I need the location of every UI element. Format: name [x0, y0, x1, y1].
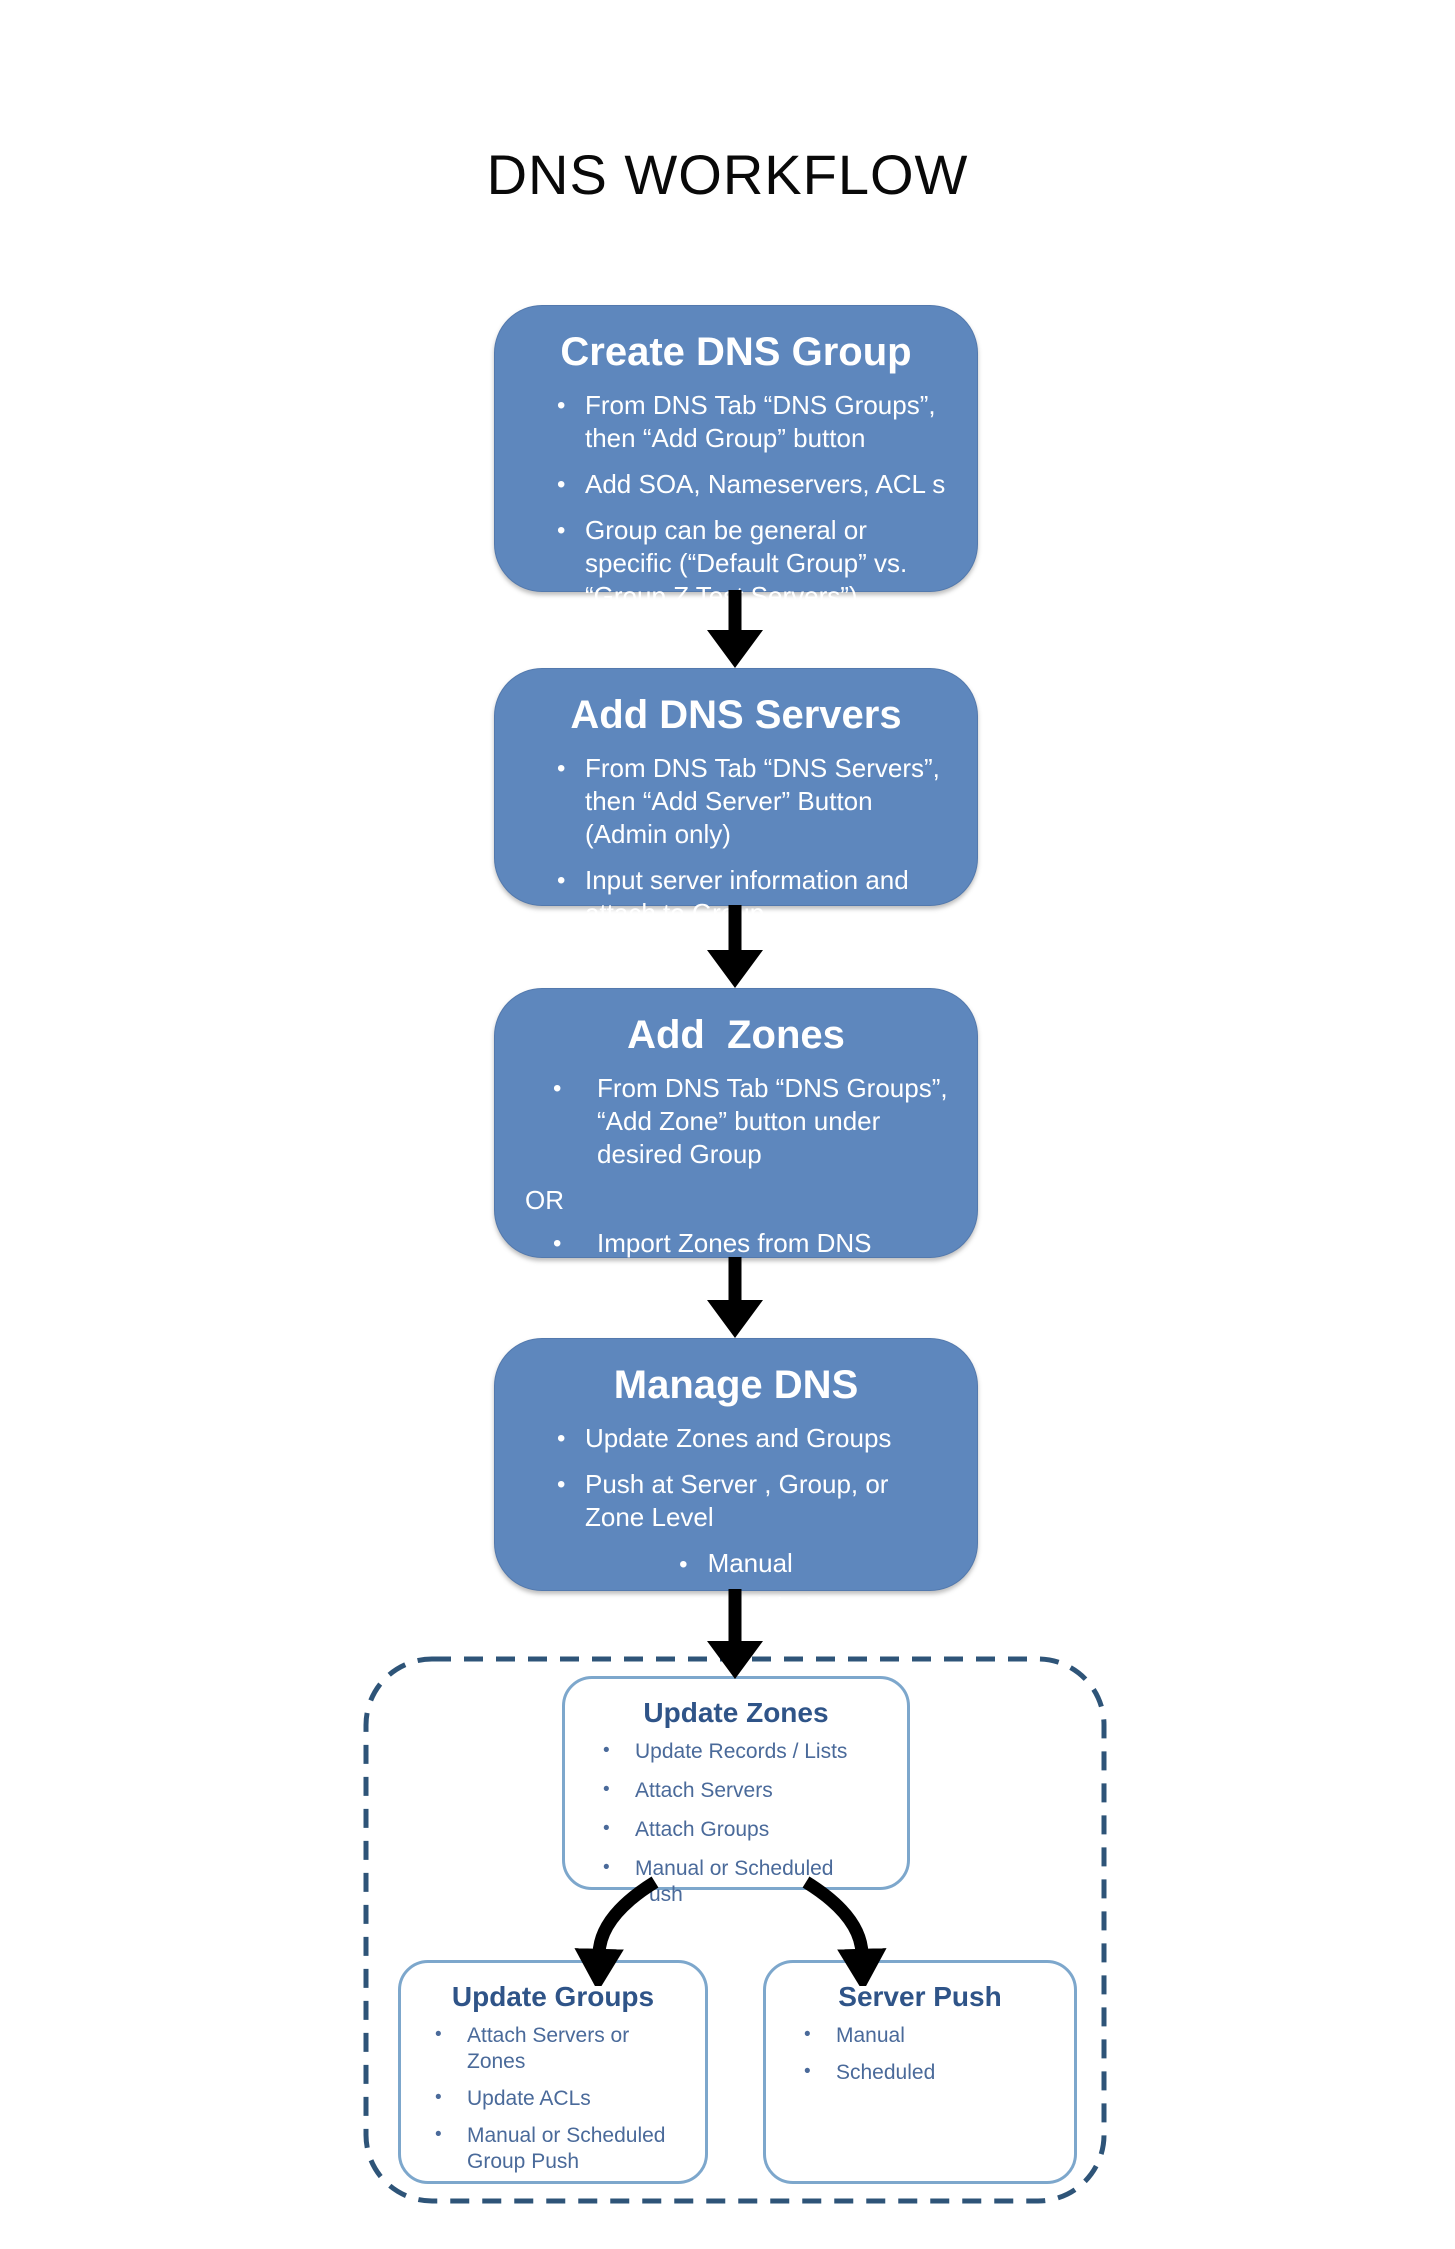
- bullet-list: Import Zones from DNS Admin -> Data Impo…: [523, 1227, 949, 1293]
- bullet-item: Attach Servers or Zones: [435, 2022, 673, 2075]
- bullet-list: Update Records / Lists Attach Servers At…: [589, 1738, 883, 1908]
- flow-box-create-dns-group: Create DNS Group From DNS Tab “DNS Group…: [494, 305, 978, 611]
- bullet-item: Group can be general or specific (“Defau…: [557, 514, 949, 613]
- sub-bullet-item: Manual: [523, 1547, 949, 1581]
- flow-box-manage-dns: Manage DNS Update Zones and Groups Push …: [494, 1338, 978, 1622]
- bullet-item: Update Records / Lists: [603, 1738, 883, 1765]
- down-arrow-icon: [707, 1589, 763, 1679]
- bullet-list: From DNS Tab “DNS Groups”, then “Add Gro…: [523, 389, 949, 613]
- box-title: Manage DNS: [613, 1363, 859, 1407]
- curved-arrow-left-icon: [574, 1876, 659, 1992]
- box-title: Update Groups: [451, 1981, 655, 2012]
- bullet-item: From DNS Tab “DNS Servers”, then “Add Se…: [557, 752, 949, 851]
- bullet-item: Manual: [804, 2022, 1050, 2049]
- bullet-item: From DNS Tab “DNS Groups”, “Add Zone” bu…: [553, 1072, 949, 1171]
- bullet-item: Update Zones and Groups: [557, 1422, 949, 1455]
- bullet-item: Add SOA, Nameservers, ACL s: [557, 468, 949, 501]
- curved-arrow-right-icon: [802, 1876, 887, 1992]
- bullet-item: Attach Groups: [603, 1816, 883, 1843]
- bullet-item: Manual or Scheduled Group Push: [435, 2122, 673, 2175]
- bullet-item: Update ACLs: [435, 2085, 673, 2112]
- box-title: Add DNS Servers: [570, 693, 902, 737]
- bullet-item: Push at Server , Group, or Zone Level: [557, 1468, 949, 1534]
- bullet-list: From DNS Tab “DNS Servers”, then “Add Se…: [523, 752, 949, 930]
- box-title: Add Zones: [627, 1013, 845, 1057]
- box-title: Create DNS Group: [560, 330, 912, 374]
- box-title: Update Zones: [643, 1697, 829, 1728]
- bullet-item: Attach Servers: [603, 1777, 883, 1804]
- detail-box-server-push: Server Push Manual Scheduled: [763, 1960, 1077, 2184]
- bullet-list: Attach Servers or Zones Update ACLs Manu…: [425, 2022, 681, 2175]
- down-arrow-icon: [707, 1257, 763, 1338]
- bullet-list: Manual Scheduled: [790, 2022, 1050, 2086]
- sub-bullet-item: Scheduled: [523, 1591, 949, 1625]
- bullet-list: Update Zones and Groups Push at Server ,…: [523, 1422, 949, 1534]
- bullet-item: Import Zones from DNS Admin -> Data Impo…: [553, 1227, 949, 1293]
- sub-bullet-list: Manual Scheduled: [523, 1547, 949, 1625]
- down-arrow-icon: [707, 905, 763, 988]
- down-arrow-icon: [707, 590, 763, 668]
- bullet-item: Scheduled: [804, 2059, 1050, 2086]
- flow-box-add-dns-servers: Add DNS Servers From DNS Tab “DNS Server…: [494, 668, 978, 928]
- bullet-item: Input server information and attach to G…: [557, 864, 949, 930]
- branch-arrows: [540, 1876, 960, 1992]
- flow-box-add-zones: Add Zones From DNS Tab “DNS Groups”, “Ad…: [494, 988, 978, 1291]
- or-label: OR: [525, 1185, 564, 1215]
- bullet-list: From DNS Tab “DNS Groups”, “Add Zone” bu…: [523, 1072, 949, 1171]
- detail-box-update-zones: Update Zones Update Records / Lists Atta…: [562, 1676, 910, 1906]
- page-title: DNS WORKFLOW: [486, 142, 969, 206]
- detail-box-update-groups: Update Groups Attach Servers or Zones Up…: [398, 1960, 708, 2184]
- bullet-item: From DNS Tab “DNS Groups”, then “Add Gro…: [557, 389, 949, 455]
